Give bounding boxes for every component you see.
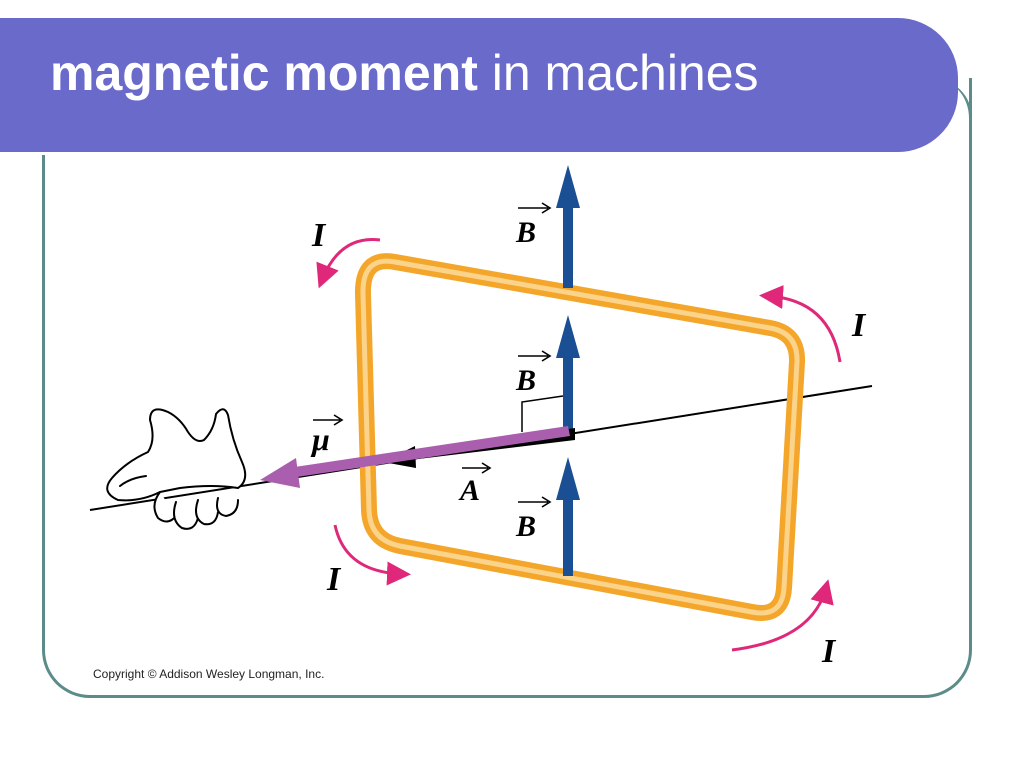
right-hand-icon	[106, 408, 247, 530]
copyright-notice: Copyright © Addison Wesley Longman, Inc.	[93, 667, 325, 681]
title-underline	[0, 152, 905, 155]
current-arrow-top-left	[316, 238, 381, 289]
current-arrow-bottom-right	[731, 579, 834, 652]
field-label-bottom-text: B	[515, 510, 536, 543]
field-label-top-text: B	[515, 216, 536, 249]
current-label-bottom-right: I	[821, 633, 837, 670]
slide-frame	[42, 78, 972, 698]
current-loop	[355, 253, 805, 621]
moment-label-text: μ	[310, 421, 330, 457]
field-label-top: B	[515, 202, 552, 249]
page-title: magnetic moment in machines	[50, 48, 759, 98]
current-arrow-bottom-left	[333, 524, 411, 586]
title-bar	[0, 18, 958, 155]
field-label-middle: B	[515, 350, 552, 397]
right-angle-marker	[521, 395, 564, 432]
area-label-text: A	[458, 474, 480, 507]
current-loop-highlight	[360, 258, 800, 616]
moment-label: μ	[310, 414, 344, 457]
slide-frame-corner	[930, 78, 972, 138]
field-arrow-bottom	[556, 457, 580, 576]
title-bold: magnetic moment	[50, 45, 478, 101]
area-label: A	[458, 462, 492, 507]
current-label-top-left: I	[311, 217, 327, 254]
current-arrow-right	[759, 284, 842, 363]
field-arrow-middle	[556, 315, 580, 432]
current-label-right: I	[851, 307, 867, 344]
current-label-bottom-left: I	[326, 561, 342, 598]
moment-vector	[260, 426, 570, 488]
field-label-bottom: B	[515, 496, 552, 543]
field-arrow-top	[556, 165, 580, 288]
title-rest: in machines	[477, 45, 759, 101]
field-label-middle-text: B	[515, 364, 536, 397]
